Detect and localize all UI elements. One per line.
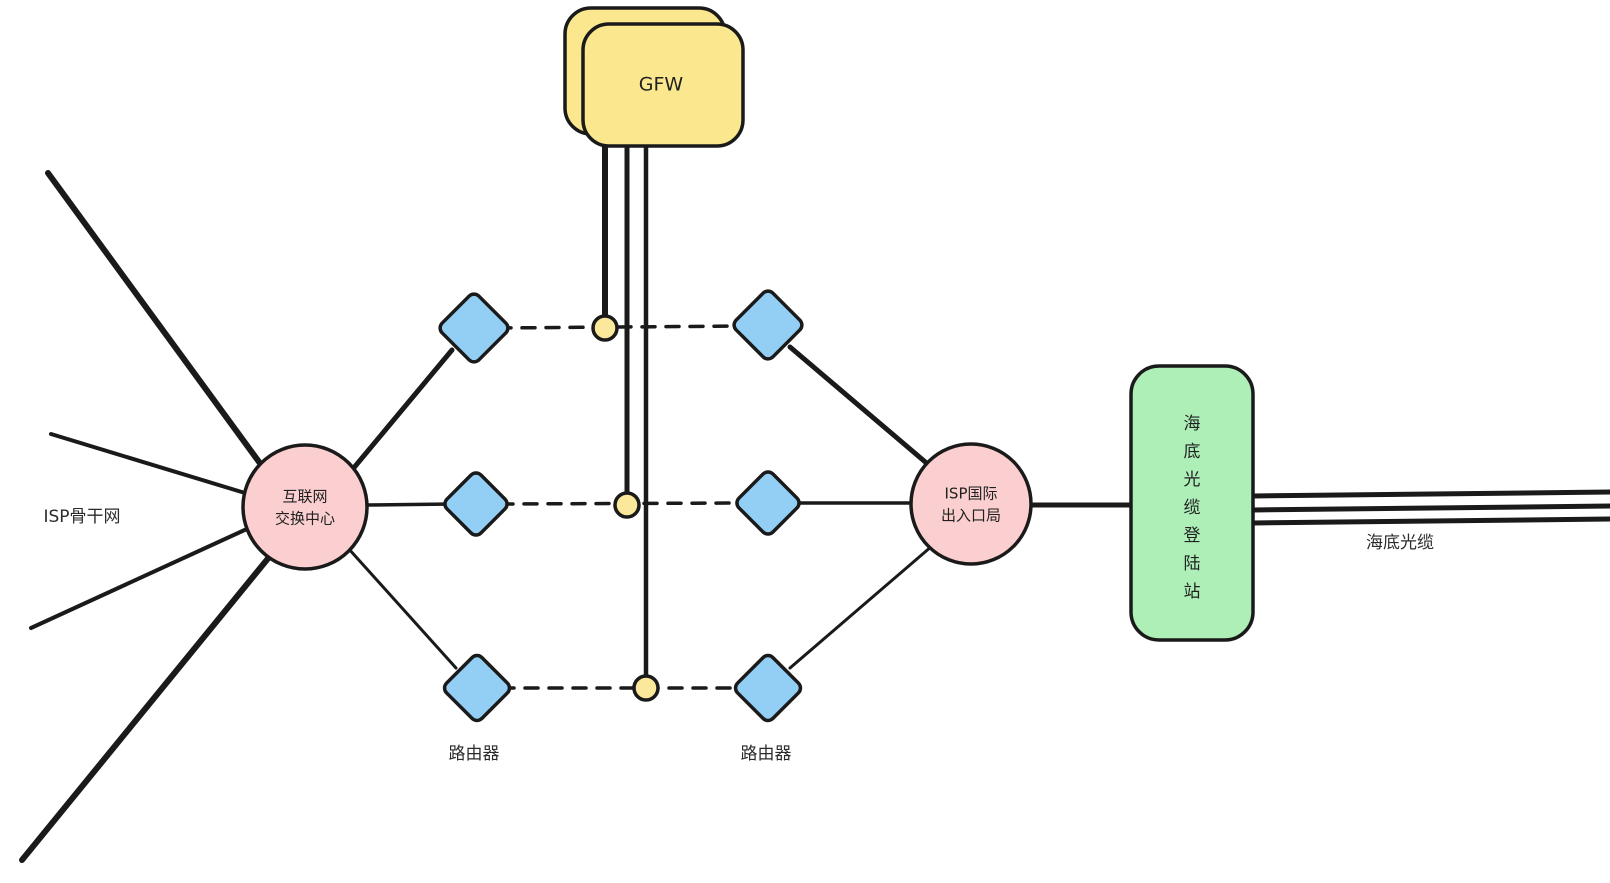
landing-station-char-5: 登 xyxy=(1184,526,1201,546)
submarine-cable-label: 海底光缆 xyxy=(1366,533,1434,553)
tap-dot-icon-middle[interactable] xyxy=(613,491,641,519)
backbone-line-2 xyxy=(49,432,247,495)
isp-gateway-label-line2: 出入口局 xyxy=(941,507,1001,525)
backbone-line-1 xyxy=(45,170,265,469)
landing-station-char-3: 光 xyxy=(1184,470,1201,490)
backbone-line-4 xyxy=(19,553,273,863)
router-right-bottom[interactable] xyxy=(733,653,804,724)
isp-backbone-label: ISP骨干网 xyxy=(43,507,120,527)
exchange-router-link-mid xyxy=(365,502,455,507)
exchange-router-link-bottom xyxy=(346,546,458,670)
internet-exchange-circle xyxy=(241,443,369,571)
isp-gateway-node[interactable]: ISP国际 出入口局 xyxy=(909,442,1033,566)
gfw-node[interactable]: GFW xyxy=(563,6,745,148)
router-right-label: 路由器 xyxy=(741,744,792,764)
isp-gateway-label-line1: ISP国际 xyxy=(945,485,998,503)
router-gateway-link-bottom xyxy=(788,544,934,670)
router-left-top[interactable] xyxy=(437,291,511,365)
isp-backbone-lines xyxy=(19,170,273,863)
router-diamond-icon xyxy=(733,653,803,723)
router-diamond-icon xyxy=(438,292,510,364)
landing-station-char-7: 站 xyxy=(1184,582,1201,602)
router-diamond-icon xyxy=(735,470,801,536)
router-right-group: 路由器 xyxy=(731,288,805,764)
backbone-line-3 xyxy=(29,526,251,630)
router-left-bottom[interactable] xyxy=(442,653,513,724)
landing-station-char-1: 海 xyxy=(1184,414,1201,434)
router-diamond-icon xyxy=(443,471,509,537)
tap-dot-group xyxy=(591,314,660,702)
internet-exchange-node[interactable]: 互联网 交换中心 xyxy=(241,443,369,571)
router-right-middle[interactable] xyxy=(734,469,802,537)
internet-exchange-label-line1: 互联网 xyxy=(282,488,327,506)
gfw-box-front-layer xyxy=(581,22,745,148)
submarine-cable-line-2 xyxy=(1250,503,1610,513)
isp-gateway-circle xyxy=(909,442,1033,566)
router-gateway-link-top xyxy=(787,344,933,469)
submarine-cable-line-3 xyxy=(1250,516,1610,526)
gfw-label: GFW xyxy=(639,74,684,96)
router-diamond-icon xyxy=(442,653,512,723)
landing-station-node[interactable]: 海 底 光 缆 登 陆 站 xyxy=(1129,364,1255,642)
gfw-drop-lines xyxy=(602,143,649,679)
tap-dot-icon-top[interactable] xyxy=(591,314,619,342)
dashed-link-top xyxy=(496,324,746,330)
exchange-to-router-links xyxy=(346,347,458,670)
submarine-cable-lines xyxy=(1250,489,1610,526)
landing-station-char-2: 底 xyxy=(1184,442,1201,462)
landing-station-box xyxy=(1129,364,1255,642)
router-right-top[interactable] xyxy=(731,288,805,362)
router-diamond-icon xyxy=(732,289,804,361)
exchange-router-link-top xyxy=(349,347,455,473)
internet-exchange-label-line2: 交换中心 xyxy=(275,510,335,528)
router-left-group: 路由器 xyxy=(437,291,513,764)
router-left-label: 路由器 xyxy=(449,744,500,764)
tap-dot-icon-bottom[interactable] xyxy=(632,674,660,702)
landing-station-char-6: 陆 xyxy=(1184,554,1201,574)
router-left-middle[interactable] xyxy=(442,470,510,538)
submarine-cable-line-1 xyxy=(1250,489,1610,499)
router-to-gateway-links xyxy=(787,344,934,670)
landing-station-char-4: 缆 xyxy=(1184,498,1201,518)
